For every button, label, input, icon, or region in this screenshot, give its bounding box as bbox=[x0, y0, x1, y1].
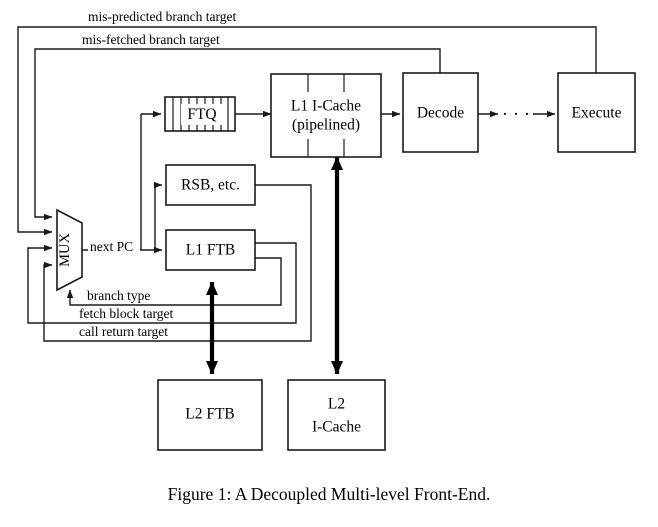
figure-caption: Figure 1: A Decoupled Multi-level Front-… bbox=[167, 484, 491, 504]
block-label-decode: Decode bbox=[417, 105, 464, 122]
block-execute: Execute bbox=[557, 72, 636, 153]
wire-fetch-block-target bbox=[27, 242, 297, 324]
block-label-l2-ftb: L2 FTB bbox=[185, 406, 235, 423]
wire-call-return-target bbox=[43, 184, 312, 342]
label-mis-predicted-branch-target: mis-predicted branch target bbox=[88, 9, 236, 24]
block-mux: MUX bbox=[56, 208, 83, 292]
block-rsb: RSB, etc. bbox=[165, 164, 256, 206]
block-decode: Decode bbox=[402, 72, 479, 153]
block-label-mux: MUX bbox=[57, 233, 73, 267]
label-branch-type: branch type bbox=[87, 288, 150, 303]
block-label-rsb: RSB, etc. bbox=[181, 177, 240, 194]
block-l2-icache: L2 I-Cache bbox=[287, 379, 386, 451]
label-mis-fetched-branch-target: mis-fetched branch target bbox=[82, 32, 220, 47]
wire-mis-fetched-branch-target bbox=[34, 48, 441, 221]
label-next-pc: next PC bbox=[90, 239, 133, 254]
ellipsis-between-decode-execute: · · · bbox=[502, 104, 530, 125]
label-fetch-block-target: fetch block target bbox=[79, 306, 173, 321]
wire-mis-predicted-branch-target bbox=[17, 26, 597, 236]
block-l2-ftb: L2 FTB bbox=[157, 379, 263, 451]
block-label-l1-icache-line1: L1 I-Cache bbox=[291, 98, 361, 115]
block-label-l2-icache-line1: L2 bbox=[328, 396, 345, 413]
block-label-l1-ftb: L1 FTB bbox=[186, 242, 236, 259]
label-call-return-target: call return target bbox=[79, 324, 168, 339]
block-label-ftq: FTQ bbox=[187, 106, 216, 123]
block-l1-icache: L1 I-Cache (pipelined) bbox=[270, 73, 382, 158]
block-l1-ftb: L1 FTB bbox=[165, 229, 256, 271]
block-label-l1-icache-line2: (pipelined) bbox=[292, 117, 360, 134]
block-label-execute: Execute bbox=[572, 105, 622, 122]
block-ftq: FTQ bbox=[164, 96, 236, 132]
block-label-l2-icache-line2: I-Cache bbox=[312, 419, 361, 436]
wire-branch-type bbox=[66, 257, 282, 306]
